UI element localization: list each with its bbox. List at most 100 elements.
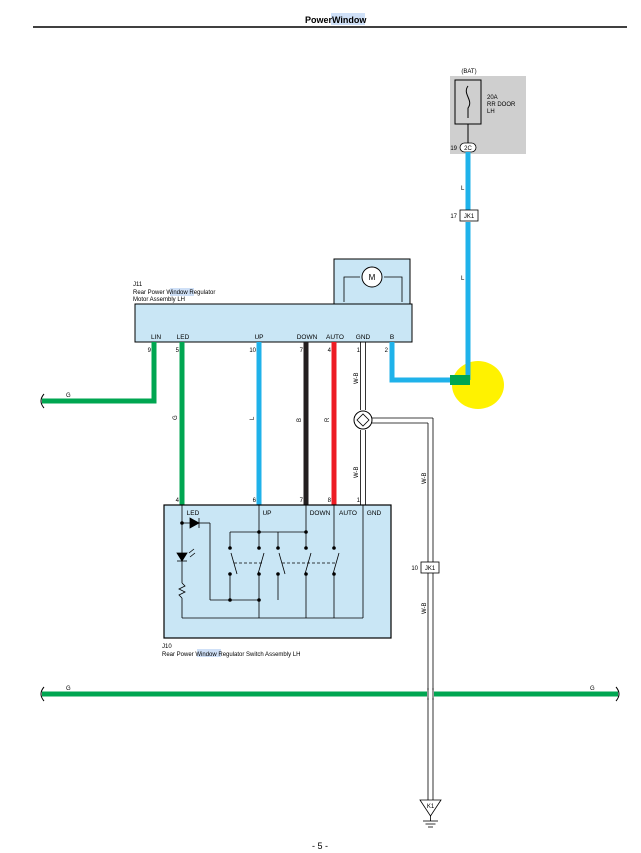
motor-pin-lin: 9	[148, 348, 152, 354]
switch-5-icon	[332, 552, 340, 575]
switch-internal-circuit	[176, 505, 364, 619]
motor-terminal-auto: AUTO	[326, 334, 344, 341]
bus-color-left: G	[66, 686, 71, 692]
bus-left-break-icon	[40, 686, 45, 702]
motor-main-box	[134, 303, 413, 343]
wire-up-color: L	[250, 416, 256, 420]
page-number: - 5 -	[312, 841, 328, 851]
motor-terminal-gnd: GND	[356, 334, 371, 341]
switch-4-icon	[304, 552, 312, 575]
dot-1	[180, 521, 184, 525]
jk1-bottom-box	[420, 561, 440, 574]
switch-pin-up: 6	[253, 498, 257, 504]
wire-lin: G	[40, 342, 157, 409]
wire-down: B	[297, 342, 309, 505]
switch-terminal-auto: AUTO	[339, 510, 357, 517]
dot-3	[228, 572, 232, 576]
fuse-box	[450, 76, 526, 154]
motor-id: J11	[133, 282, 143, 288]
switch-3-icon	[278, 552, 286, 575]
led-ray-1	[188, 548, 195, 554]
ground-label: K1	[427, 804, 435, 810]
dot-15	[304, 530, 308, 534]
switch-name-suffix: Regulator Switch Assembly LH	[217, 652, 301, 658]
title-highlight	[331, 13, 365, 25]
motor-lead-right	[384, 276, 403, 302]
ground-trunk: W-B W-B	[422, 418, 434, 800]
motor-symbol: M	[369, 273, 376, 282]
wire-battery: L L	[461, 152, 471, 380]
gnd-splice-icon	[353, 410, 373, 430]
switch-terminal-gnd: GND	[367, 510, 382, 517]
motor-terminal-down: DOWN	[297, 334, 318, 341]
wire-up: L	[250, 342, 262, 505]
jk1-top-label: JK1	[464, 214, 475, 220]
dot-13	[257, 598, 261, 602]
switch-pin-led: 4	[176, 498, 180, 504]
motor-pin-b: 2	[385, 348, 389, 354]
fuse-bat-label: (BAT)	[461, 69, 476, 75]
trunk-color-upper: W-B	[422, 472, 428, 484]
wire-led-color: G	[173, 415, 179, 420]
wire-b-path	[389, 342, 468, 383]
dot-2	[228, 546, 232, 550]
wire-b-splice	[450, 375, 470, 385]
switch-name-highlight-bg	[197, 649, 221, 657]
gnd-splice-diamond	[356, 413, 370, 427]
junction-highlight	[452, 361, 504, 409]
motor-pin-gnd: 1	[357, 348, 361, 354]
switch-name-highlight: Window	[195, 652, 217, 658]
green-bus-bottom: G G	[40, 686, 620, 702]
trunk-color-lower: W-B	[422, 602, 428, 614]
page-title-prefix: Power	[305, 15, 333, 25]
motor-name-prefix: Rear Power	[133, 290, 166, 296]
junction-jk1-bottom: JK1 10	[411, 561, 440, 574]
motor-name-line2: Motor Assembly LH	[133, 297, 185, 303]
switch-name-prefix: Rear Power	[162, 652, 195, 658]
wire-lin-color: G	[66, 393, 71, 399]
switch-pin-down: 7	[300, 498, 304, 504]
switch-2-icon	[257, 552, 265, 575]
switch-terminal-led: LED	[187, 510, 200, 517]
led-ray-2	[189, 552, 196, 558]
dot-12	[228, 598, 232, 602]
motor-name-suffix: Regulator	[188, 290, 216, 296]
motor-assembly-j11: M J11 Rear Power Window Regulator Motor …	[133, 258, 413, 354]
motor-pin-auto: 4	[328, 348, 332, 354]
switch-id: J10	[162, 644, 172, 650]
jk1-bottom-pin: 10	[411, 566, 418, 572]
motor-terminal-led: LED	[177, 334, 190, 341]
wire-bat-color-upper: L	[461, 186, 465, 192]
motor-terminal-b: B	[390, 334, 394, 341]
page-header: Power Window	[33, 13, 627, 28]
wire-bat-color-lower: L	[461, 276, 465, 282]
switch-assembly-j10: 4 6 7 8 1 LED UP DOWN AUTO GND	[162, 498, 392, 658]
dot-5	[257, 572, 261, 576]
motor-pin-down: 7	[300, 348, 304, 354]
fuse-name-line2: LH	[487, 109, 495, 115]
motor-pin-up: 10	[249, 348, 256, 354]
dot-6	[276, 546, 280, 550]
jk1-top-box	[459, 209, 479, 222]
wire-lin-break-icon	[40, 393, 45, 409]
switch-terminal-up: UP	[262, 510, 271, 517]
resistor-icon	[178, 582, 186, 599]
switch-pin-auto: 8	[328, 498, 332, 504]
dot-10	[332, 546, 336, 550]
ground-triangle-icon	[419, 799, 442, 817]
motor-terminal-up: UP	[254, 334, 263, 341]
motor-icon	[361, 266, 383, 288]
motor-name-line1: Rear Power Window Regulator	[133, 290, 215, 296]
fuse-block: (BAT) 20A RR DOOR LH 2C 19	[450, 69, 526, 154]
wire-auto: R	[325, 342, 337, 505]
wire-b-terminal	[389, 342, 470, 385]
fuse-pin: 19	[450, 146, 457, 152]
fuse-rating: 20A	[487, 95, 498, 101]
bus-right-break-icon	[615, 686, 620, 702]
wire-gnd: W-B W-B	[353, 342, 433, 505]
ground-k1: K1	[419, 799, 442, 828]
motor-pin-led: 5	[176, 348, 180, 354]
wire-lin-path	[42, 342, 157, 404]
jk1-bottom-label: JK1	[425, 566, 436, 572]
